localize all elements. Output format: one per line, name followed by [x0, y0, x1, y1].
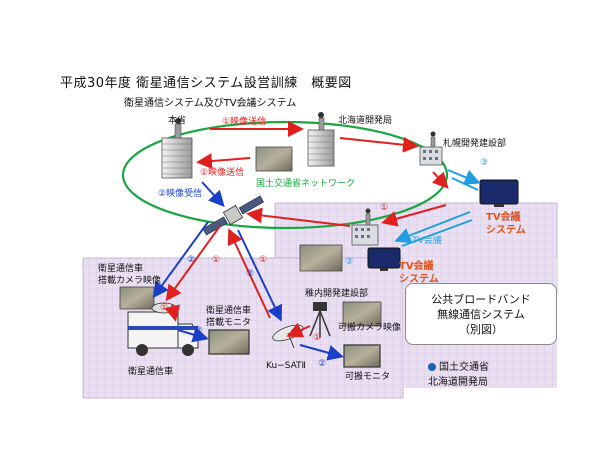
svg-text:搭載カメラ映像: 搭載カメラ映像	[98, 274, 161, 286]
arrow-video-send-back	[196, 153, 251, 170]
arrow-video-send-top	[210, 121, 419, 153]
label-inai: 稚内開発建設部	[305, 287, 368, 299]
hokkaido-bureau-building-icon	[307, 112, 335, 167]
badge-one: ① ① ① ① ① ①	[160, 174, 445, 343]
svg-text:①: ①	[259, 255, 267, 265]
svg-text:①: ①	[313, 333, 321, 343]
portable-monitor-icon	[343, 344, 381, 368]
panel-line-3: （別図）	[459, 323, 503, 336]
tv-icon-inai	[367, 247, 401, 271]
portable-camera-photo	[342, 301, 382, 327]
org-name-2: 北海道開発局	[428, 377, 488, 388]
svg-text:①: ①	[160, 303, 168, 313]
label-sapporo: 札幌開発建設部	[443, 137, 506, 149]
label-network: 国土交通省ネットワーク	[256, 177, 355, 189]
network-photo	[255, 146, 293, 172]
vehicle-monitor-icon	[208, 329, 250, 355]
label-video-recv: ②映像受信	[158, 187, 202, 199]
label-video-send-back: ①映像送信	[200, 166, 244, 178]
svg-text:②: ②	[246, 269, 254, 279]
arrow-satellite-links	[152, 181, 351, 322]
svg-text:TV会議: TV会議	[399, 259, 434, 272]
svg-text:③: ③	[480, 158, 488, 168]
broadband-panel: 公共ブロードバンド 無線通信システム （別図）	[405, 283, 557, 345]
badge-two: ② ② ② ②	[187, 255, 326, 369]
label-tv-system-inai: TV会議 システム	[399, 259, 439, 285]
label-vehicle: 衛星通信車	[128, 365, 173, 377]
svg-text:衛星通信車: 衛星通信車	[206, 304, 251, 316]
arrow-sapporo-inai	[381, 171, 449, 227]
svg-text:①: ①	[212, 255, 220, 265]
svg-text:衛星通信車: 衛星通信車	[98, 262, 143, 274]
svg-text:③: ③	[345, 257, 353, 267]
label-vehicle-monitor: 衛星通信車 搭載モニタ	[206, 304, 251, 328]
tv-icon-sapporo	[479, 179, 519, 207]
svg-text:搭載モニタ: 搭載モニタ	[206, 316, 251, 328]
label-portable-monitor: 可搬モニタ	[345, 370, 390, 382]
label-vehicle-camera: 衛星通信車 搭載カメラ映像	[98, 262, 161, 286]
svg-text:システム: システム	[399, 273, 439, 285]
org-icon	[428, 363, 436, 371]
label-honsho: 本省	[168, 114, 186, 126]
svg-text:②: ②	[195, 326, 203, 336]
label-hokkaido-bureau: 北海道開発局	[338, 114, 392, 126]
label-ku-sat: Ku−SATⅡ	[266, 361, 306, 371]
svg-text:システム: システム	[486, 224, 526, 236]
arrow-local	[164, 304, 344, 361]
org-name-1: 国土交通省	[439, 362, 489, 373]
label-tv-system-sapporo: TV会議 システム	[486, 210, 526, 236]
panel-line-2: 無線通信システム	[437, 308, 525, 321]
svg-text:①: ①	[437, 174, 445, 184]
svg-text:②: ②	[318, 359, 326, 369]
org-logo: 国土交通省	[428, 358, 489, 373]
svg-text:②: ②	[187, 255, 195, 265]
label-portable-camera: 可搬カメラ映像	[338, 321, 401, 333]
vehicle-camera-photo	[119, 286, 155, 310]
svg-text:TV会議: TV会議	[486, 210, 521, 223]
subtitle: 衛星通信システム及びTV会議システム	[124, 96, 296, 109]
honsho-building-icon	[161, 118, 193, 179]
panel-line-1: 公共ブロードバンド	[431, 293, 531, 306]
page-title: 平成30年度 衛星通信システム設営訓練 概要図	[60, 76, 352, 91]
svg-text:①: ①	[380, 203, 388, 213]
label-video-send-top: ①映像送信	[222, 115, 266, 127]
label-tv-conf: ③TV会議	[404, 234, 442, 246]
sapporo-building-icon	[419, 131, 443, 166]
tripod-camera-icon	[309, 302, 331, 338]
inai-photo	[299, 244, 343, 272]
inai-building-icon	[351, 208, 379, 246]
arrow-tv-conf	[394, 169, 481, 247]
badge-three: ③ ③	[345, 158, 488, 267]
